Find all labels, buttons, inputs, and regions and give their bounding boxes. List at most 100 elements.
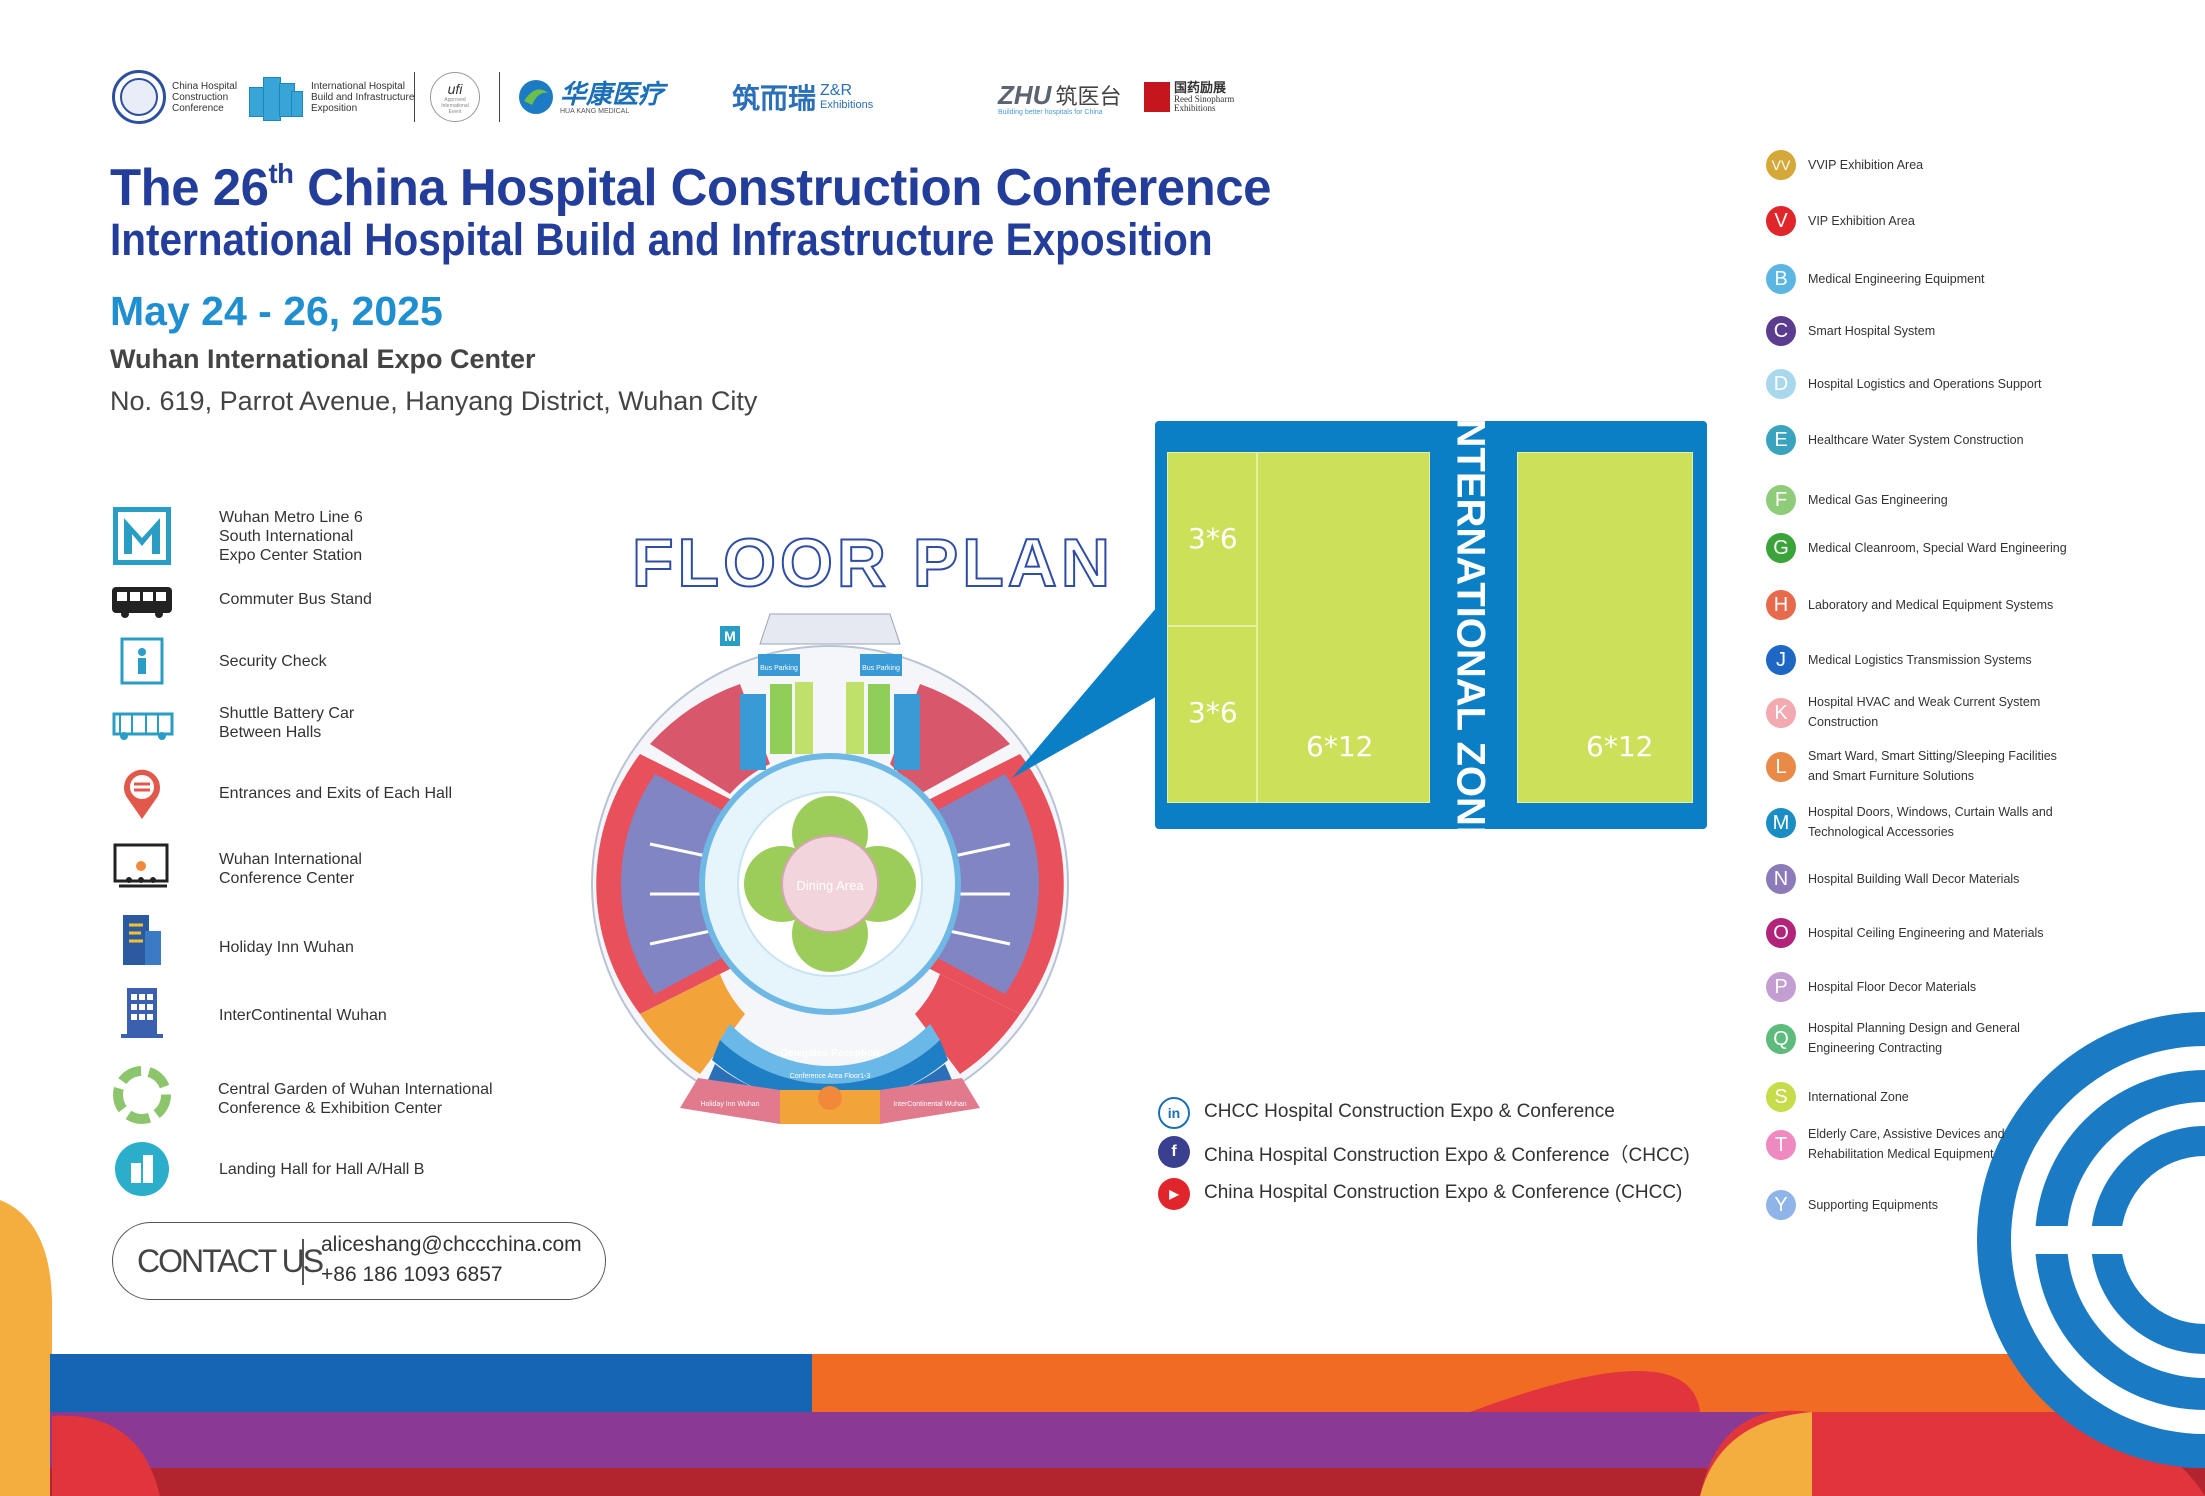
facility-conference-center: Wuhan International Conference Center [110,840,530,894]
garden-icon [110,1064,174,1126]
area-code-badge: T [1766,1130,1796,1160]
bus-parking-left-label: Bus Parking [760,665,798,672]
area-code-badge: G [1766,533,1796,563]
social-facebook[interactable]: f China Hospital Construction Expo & Con… [1158,1136,1698,1168]
area-label: Smart Ward, Smart Sitting/Sleeping Facil… [1808,749,2057,783]
international-zone-title: INTERNATIONAL ZONE [1448,407,1493,853]
booth-3x6-bottom-label: 3*6 [1188,696,1238,729]
area-label: VIP Exhibition Area [1808,214,1915,228]
dining-area [781,835,879,933]
intercontinental-map-label: InterContinental Wuhan [893,1101,967,1108]
security-check-icon [110,634,174,688]
metro-marker-icon [720,626,740,646]
exhibition-area-f: F Medical Gas Engineering [1766,485,2086,515]
zr-logo: 筑而瑞 Z&R Exhibitions [732,82,874,115]
booth-6x12-right-label: 6*12 [1586,730,1654,763]
conference-area-label: Conference Area Floor1-3 [790,1073,871,1080]
area-label: Laboratory and Medical Equipment Systems [1808,598,2054,612]
area-code-badge: L [1766,752,1796,782]
huakang-icon [519,80,553,114]
bus-icon [110,580,174,624]
area-label: Hospital Doors, Windows, Curtain Walls a… [1808,805,2053,839]
area-code-badge: S [1766,1082,1796,1112]
area-code-badge: VV [1766,150,1796,180]
area-code-badge: B [1766,264,1796,294]
area-label: Hospital Floor Decor Materials [1808,980,1977,994]
social-youtube[interactable]: ▶ China Hospital Construction Expo & Con… [1158,1178,1698,1210]
area-label: VVIP Exhibition Area [1808,158,1924,172]
area-code-badge: K [1766,698,1796,728]
facility-metro: Wuhan Metro Line 6 South International E… [110,504,530,568]
cubes-icon [249,73,303,121]
area-label: Medical Gas Engineering [1808,493,1948,507]
reed-mark-icon [1144,82,1170,112]
holiday-inn-icon [110,912,174,968]
social-facebook-label: China Hospital Construction Expo & Confe… [1204,1145,1690,1166]
area-label: Medical Logistics Transmission Systems [1808,653,2032,667]
exhibition-area-s: S International Zone [1766,1082,2086,1112]
contact-phone[interactable]: +86 186 1093 6857 [321,1263,503,1286]
facility-bus: Commuter Bus Stand [110,580,530,624]
area-code-badge: J [1766,645,1796,675]
social-linkedin-label: CHCC Hospital Construction Expo & Confer… [1204,1101,1615,1122]
huakang-logo: 华康医疗 HUA KANG MEDICAL [518,62,664,132]
social-youtube-label: China Hospital Construction Expo & Confe… [1204,1182,1683,1203]
landing-hall-icon [110,1140,174,1198]
area-label: Hospital Logistics and Operations Suppor… [1808,377,2042,391]
booth-3x6-top [1167,452,1257,626]
floor-plan-map: Dining Area Bus Parking Bus Parking M De… [591,613,1069,1124]
conference-title: The 26th China Hospital Construction Con… [110,158,1271,217]
venue-address: No. 619, Parrot Avenue, Hanyang District… [110,386,758,416]
area-label: Medical Cleanroom, Special Ward Engineer… [1808,541,2067,555]
area-code-badge: P [1766,972,1796,1002]
area-label: International Zone [1808,1090,1909,1104]
contact-us-label: CONTACT US [137,1243,324,1279]
area-label: Healthcare Water System Construction [1808,433,2024,447]
area-label: Elderly Care, Assistive Devices and Reha… [1808,1127,2005,1161]
exhibition-area-l: L Smart Ward, Smart Sitting/Sleeping Faci… [1766,749,2086,783]
area-label: Hospital Building Wall Decor Materials [1808,872,2020,886]
entrance-exit-icon [110,764,174,822]
exhibition-halls [596,682,1064,1074]
area-code-badge: F [1766,485,1796,515]
booth-6x12-right [1517,452,1693,803]
intercontinental-icon [110,986,174,1040]
sponsor-logos: China Hospital Construction Conference I… [112,62,1252,132]
exhibition-area-t: T Elderly Care, Assistive Devices and Reh… [1766,1127,2086,1161]
booth-3x6-bottom [1167,626,1257,803]
exhibition-area-p: P Hospital Floor Decor Materials [1766,972,2086,1002]
facebook-icon: f [1158,1136,1190,1168]
area-code-badge: O [1766,918,1796,948]
chcc-seal-icon [112,70,166,124]
metro-icon [110,504,174,568]
contact-box: CONTACT US aliceshang@chccchina.com +86 … [112,1222,606,1300]
conference-center-icon [110,840,174,894]
facility-garden: Central Garden of Wuhan International Co… [110,1064,530,1126]
bus-parking-right [860,654,902,676]
bus-parking-right-label: Bus Parking [862,665,900,672]
facility-entrances: Entrances and Exits of Each Hall [110,764,530,822]
exhibition-area-vv: VV VVIP Exhibition Area [1766,150,2086,180]
area-label: Hospital Planning Design and General Eng… [1808,1021,2020,1055]
social-linkedin[interactable]: in CHCC Hospital Construction Expo & Con… [1158,1097,1678,1129]
floor-plan-title: FLOOR PLAN [631,524,1114,602]
holiday-inn-map-label: Holiday Inn Wuhan [700,1101,759,1108]
booth-6x12-left [1257,452,1430,803]
area-code-badge: D [1766,369,1796,399]
ufi-logo: ufi Approved International Event [430,62,480,132]
contact-email[interactable]: aliceshang@chccchina.com [321,1233,582,1256]
event-date: May 24 - 26, 2025 [110,288,443,334]
facility-security: Security Check [110,634,530,688]
booth-3x6-top-label: 3*6 [1188,522,1238,555]
area-code-badge: V [1766,206,1796,236]
